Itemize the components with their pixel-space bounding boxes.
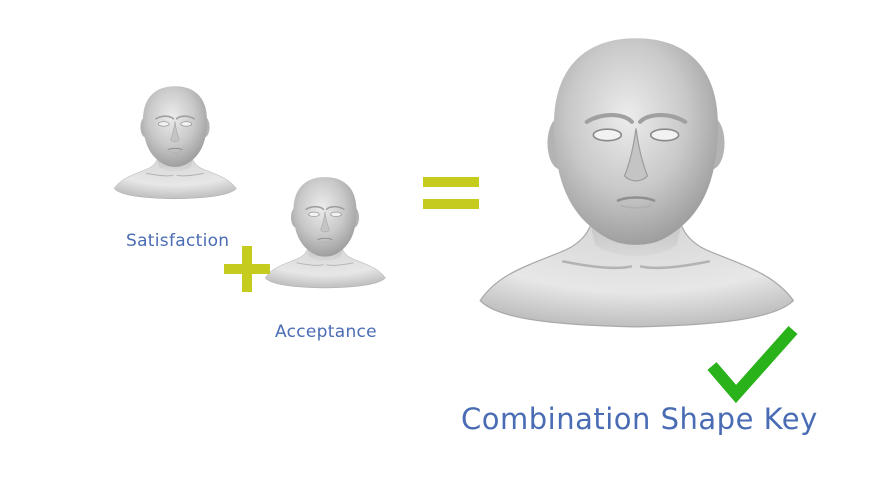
plus-icon [224, 246, 270, 292]
satisfaction-head-image [113, 85, 238, 200]
satisfaction-label: Satisfaction [126, 231, 230, 251]
combination-shape-key-label: Combination Shape Key [461, 402, 818, 436]
acceptance-label: Acceptance [275, 322, 377, 342]
checkmark-icon [707, 326, 798, 404]
acceptance-head-image [264, 176, 387, 289]
equals-icon [423, 177, 479, 209]
combination-head-image [480, 38, 793, 327]
